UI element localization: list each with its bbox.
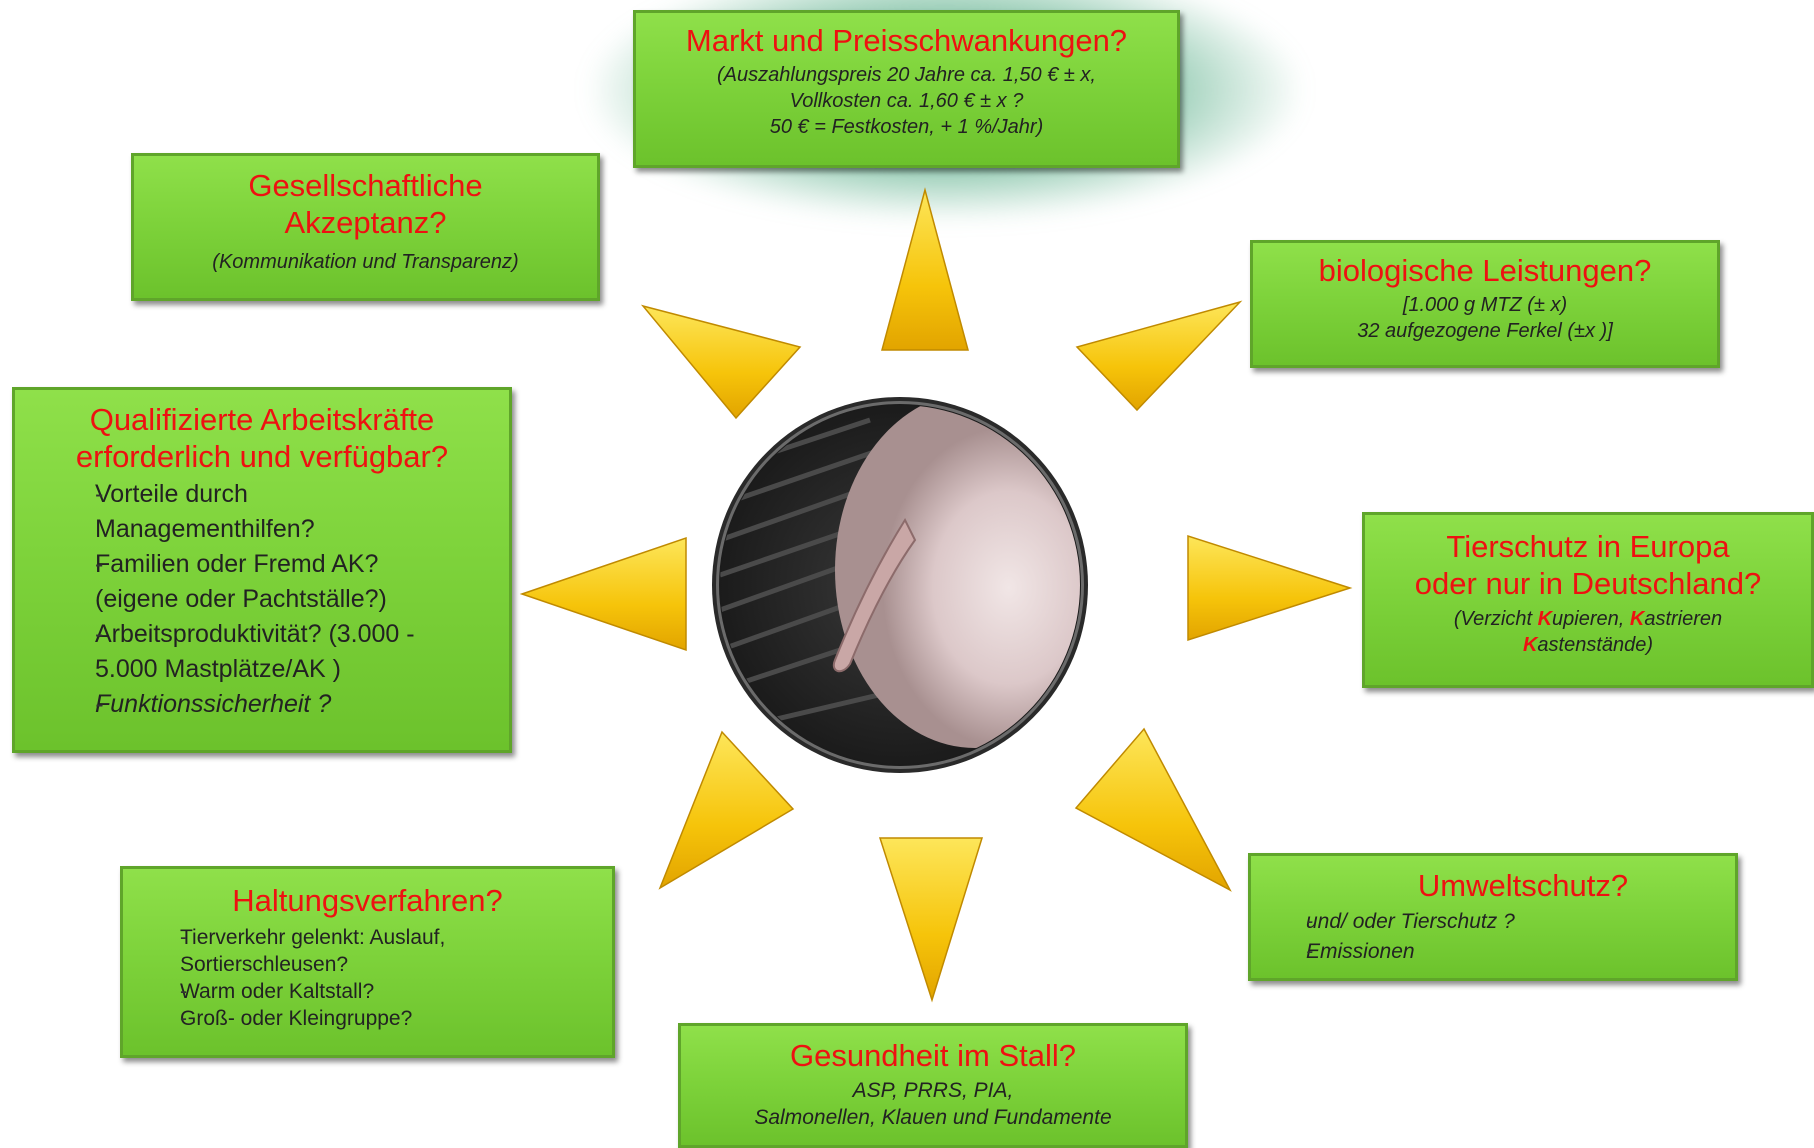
sun-ray-bottom-left bbox=[660, 732, 793, 888]
qualifiziert-item: Arbeitsproduktivität? (3.000 - 5.000 Mas… bbox=[15, 617, 509, 687]
umwelt-item: Emissionen bbox=[1251, 937, 1735, 967]
gesundheit-line-1: ASP, PRRS, PIA, bbox=[681, 1077, 1185, 1104]
sun-ray-bottom bbox=[880, 838, 982, 1000]
gesundheit-title: Gesundheit im Stall? bbox=[681, 1038, 1185, 1075]
tierschutz-sub-line-2: Kastenstände) bbox=[1365, 632, 1811, 658]
sun-ray-right bbox=[1188, 536, 1350, 640]
biologisch-line-1: [1.000 g MTZ (± x) bbox=[1253, 292, 1717, 318]
markt-title: Markt und Preisschwankungen? bbox=[636, 23, 1177, 60]
gesellschaft-sub: (Kommunikation und Transparenz) bbox=[134, 249, 597, 275]
qualifiziert-item: Funktionssicherheit ? bbox=[15, 687, 509, 722]
haltung-item: Warm oder Kaltstall? bbox=[123, 978, 612, 1005]
gesellschaft-title-line-1: Gesellschaftliche bbox=[134, 168, 597, 205]
biologisch-title: biologische Leistungen? bbox=[1253, 253, 1717, 290]
sun-ray-top-left bbox=[643, 306, 800, 418]
center-photo bbox=[712, 392, 1115, 773]
umwelt-item: und/ oder Tierschutz ? bbox=[1251, 907, 1735, 937]
box-gesellschaft: Gesellschaftliche Akzeptanz? (Kommunikat… bbox=[131, 153, 600, 301]
qualifiziert-title-line-1: Qualifizierte Arbeitskräfte bbox=[15, 402, 509, 439]
box-umwelt: Umweltschutz? und/ oder Tierschutz ? Emi… bbox=[1248, 853, 1738, 981]
gesundheit-line-2: Salmonellen, Klauen und Fundamente bbox=[681, 1104, 1185, 1131]
box-markt: Markt und Preisschwankungen? (Auszahlung… bbox=[633, 10, 1180, 168]
markt-line-2: Vollkosten ca. 1,60 € ± x ? bbox=[636, 88, 1177, 114]
tierschutz-sub-line-1: (Verzicht Kupieren, Kastrieren bbox=[1365, 606, 1811, 632]
qualifiziert-item: Familien oder Fremd AK? (eigene oder Pac… bbox=[15, 547, 509, 617]
box-tierschutz: Tierschutz in Europa oder nur in Deutsch… bbox=[1362, 512, 1814, 688]
sun-ray-left bbox=[522, 538, 686, 650]
umwelt-list: und/ oder Tierschutz ? Emissionen bbox=[1251, 907, 1735, 967]
biologisch-line-2: 32 aufgezogene Ferkel (±x )] bbox=[1253, 318, 1717, 344]
box-gesundheit: Gesundheit im Stall? ASP, PRRS, PIA, Sal… bbox=[678, 1023, 1188, 1148]
sun-ray-bottom-right bbox=[1076, 729, 1230, 890]
sun-ray-top-right bbox=[1077, 302, 1240, 410]
qualifiziert-title-line-2: erforderlich und verfügbar? bbox=[15, 439, 509, 476]
haltung-list: Tierverkehr gelenkt: Auslauf, Sortiersch… bbox=[123, 924, 612, 1032]
qualifiziert-item: Vorteile durch Managementhilfen? bbox=[15, 477, 509, 547]
box-qualifiziert: Qualifizierte Arbeitskräfte erforderlich… bbox=[12, 387, 512, 753]
haltung-title: Haltungsverfahren? bbox=[123, 883, 612, 920]
tierschutz-title-line-2: oder nur in Deutschland? bbox=[1365, 566, 1811, 603]
umwelt-title: Umweltschutz? bbox=[1311, 868, 1735, 905]
box-haltung: Haltungsverfahren? Tierverkehr gelenkt: … bbox=[120, 866, 615, 1058]
markt-line-1: (Auszahlungspreis 20 Jahre ca. 1,50 € ± … bbox=[636, 62, 1177, 88]
tierschutz-title-line-1: Tierschutz in Europa bbox=[1365, 529, 1811, 566]
qualifiziert-list: Vorteile durch Managementhilfen? Familie… bbox=[15, 477, 509, 722]
sun-ray-top bbox=[882, 190, 968, 350]
gesellschaft-title-line-2: Akzeptanz? bbox=[134, 205, 597, 242]
markt-line-3: 50 € = Festkosten, + 1 %/Jahr) bbox=[636, 114, 1177, 140]
haltung-item: Tierverkehr gelenkt: Auslauf, Sortiersch… bbox=[123, 924, 612, 978]
box-biologisch: biologische Leistungen? [1.000 g MTZ (± … bbox=[1250, 240, 1720, 368]
haltung-item: Groß- oder Kleingruppe? bbox=[123, 1005, 612, 1032]
